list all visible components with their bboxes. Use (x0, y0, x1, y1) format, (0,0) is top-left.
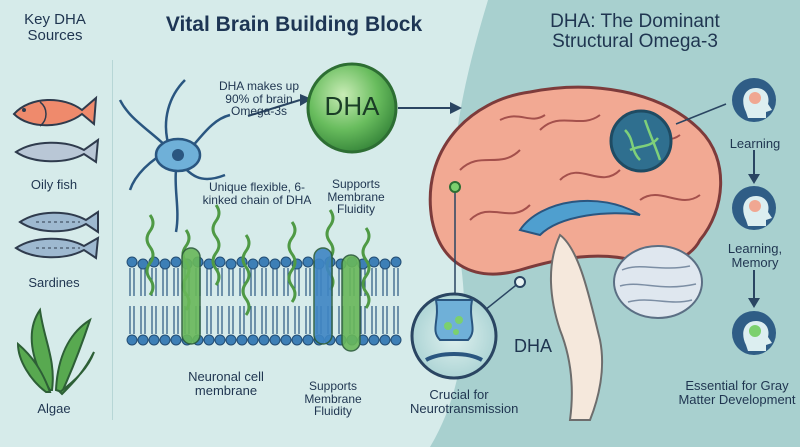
dha-badge-label: DHA (324, 91, 380, 121)
zoom-lens-neurons (609, 109, 673, 173)
source-label-algae: Algae (37, 401, 71, 416)
synapse-lens (410, 292, 498, 380)
source-label-sardines: Sardines (28, 275, 80, 290)
sardine-icon (14, 137, 100, 260)
fluidity-note-bottom: Supports Membrane Fluidity (304, 379, 362, 419)
head-brain-icon (732, 78, 776, 355)
step-label-learning: Learning (729, 136, 781, 151)
source-label-oily-fish: Oily fish (30, 177, 78, 192)
brain-dha-label: DHA (513, 336, 552, 356)
center-title: Vital Brain Building Block (165, 13, 423, 36)
cell-membrane (126, 204, 402, 352)
right-panel-title: DHA: The Dominant Structural Omega-3 (550, 11, 720, 52)
fluidity-note-top: Supports Membrane Fluidity (327, 177, 385, 217)
dha-badge (306, 62, 398, 154)
membrane-label: Neuronal cell membrane (188, 369, 264, 398)
synapse-label: Crucial for Neurotransmission (410, 387, 519, 416)
left-panel-title: Key DHA Sources (24, 11, 86, 44)
algae-icon (16, 307, 95, 396)
chain-note: Unique flexible, 6-kinked chain of DHA (202, 180, 312, 207)
arrow-to-badge (247, 99, 301, 117)
step-label-gray-matter: Essential for Gray Matter Development (678, 378, 796, 407)
fish-icon (12, 95, 98, 127)
panel-divider (112, 60, 113, 420)
brain-share-note: DHA makes up 90% of brain Omega-3s (218, 79, 300, 119)
step-label-learning-memory: Learning, Memory (727, 241, 783, 270)
neuron-nucleus (172, 149, 184, 161)
